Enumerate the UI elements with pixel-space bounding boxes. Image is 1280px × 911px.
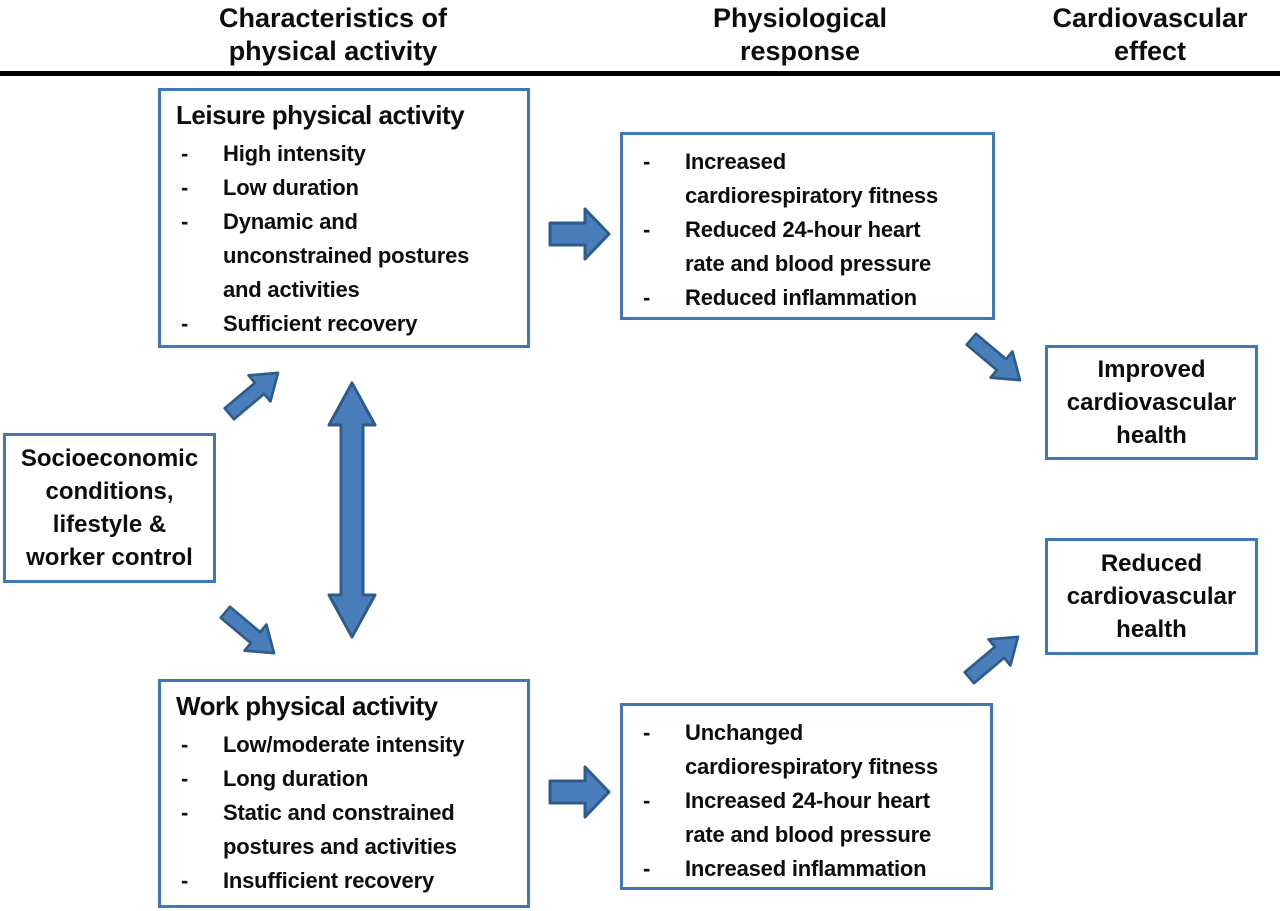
- arrow-double-vertical-icon: [327, 381, 377, 639]
- dash-bullet: -: [181, 800, 189, 825]
- list-item-text: Insufficient recovery: [223, 868, 434, 893]
- list-item-text: Increased 24-hour heart rate and blood p…: [685, 788, 932, 847]
- physio-response-bottom-box: - Unchanged cardiorespiratory fitness - …: [620, 703, 993, 890]
- list-item-text: Increased inflammation: [685, 856, 927, 881]
- arrow-leisure-to-physio: [548, 205, 612, 263]
- list-item: - Low/moderate intensity: [181, 728, 527, 762]
- dash-bullet: -: [181, 732, 189, 757]
- list-item: - Increased 24-hour heart rate and blood…: [643, 784, 990, 852]
- list-item: - Low duration: [181, 171, 527, 205]
- dash-bullet: -: [181, 141, 189, 166]
- list-item-text: Low duration: [223, 175, 359, 200]
- list-item-text: High intensity: [223, 141, 366, 166]
- leisure-box-list: - High intensity - Low duration - Dynami…: [161, 133, 527, 341]
- list-item: - Sufficient recovery: [181, 307, 527, 341]
- list-item: - Increased cardiorespiratory fitness: [643, 145, 992, 213]
- leisure-box-title: Leisure physical activity: [176, 100, 465, 130]
- arrow-socio-to-leisure: [219, 357, 289, 429]
- list-item: - Dynamic and unconstrained postures and…: [181, 205, 527, 307]
- list-item-text: Increased cardiorespiratory fitness: [685, 149, 938, 208]
- work-box-list: - Low/moderate intensity - Long duration…: [161, 724, 527, 898]
- list-item: - Unchanged cardiorespiratory fitness: [643, 716, 990, 784]
- arrow-work-to-physio: [548, 763, 612, 821]
- dash-bullet: -: [643, 285, 651, 310]
- list-item-text: Reduced 24-hour heart rate and blood pre…: [685, 217, 932, 276]
- header-physiological-response: Physiological response: [712, 3, 888, 66]
- list-item: - Static and constrained postures and ac…: [181, 796, 527, 864]
- list-item: - Reduced 24-hour heart rate and blood p…: [643, 213, 992, 281]
- list-item: - High intensity: [181, 137, 527, 171]
- improved-cv-health-box: Improved cardiovascular health: [1045, 345, 1258, 460]
- list-item: - Long duration: [181, 762, 527, 796]
- arrow-right-icon: [548, 207, 611, 261]
- header-characteristics: Characteristics of physical activity: [218, 3, 448, 66]
- list-item-text: Low/moderate intensity: [223, 732, 465, 757]
- dash-bullet: -: [643, 149, 651, 174]
- dash-bullet: -: [643, 788, 651, 813]
- physio-top-list: - Increased cardiorespiratory fitness - …: [623, 135, 992, 315]
- arrow-physio-to-improved: [961, 328, 1031, 392]
- dash-bullet: -: [181, 311, 189, 336]
- arrow-down-right-icon: [965, 332, 1022, 382]
- arrow-socio-to-work: [214, 597, 286, 669]
- dash-bullet: -: [181, 766, 189, 791]
- list-item-text: Long duration: [223, 766, 369, 791]
- list-item-text: Static and constrained postures and acti…: [223, 800, 457, 859]
- dash-bullet: -: [181, 868, 189, 893]
- dash-bullet: -: [643, 720, 651, 745]
- header-cardiovascular-effect: Cardiovascular effect: [1052, 3, 1248, 66]
- list-item-text: Unchanged cardiorespiratory fitness: [685, 720, 938, 779]
- header-divider-line: [0, 71, 1280, 76]
- arrow-up-right-icon: [963, 635, 1020, 685]
- arrow-right-icon: [548, 765, 611, 819]
- list-item-text: Sufficient recovery: [223, 311, 418, 336]
- physio-response-top-box: - Increased cardiorespiratory fitness - …: [620, 132, 995, 320]
- arrow-physio-to-reduced: [958, 624, 1030, 690]
- arrow-up-right-icon: [223, 371, 280, 421]
- list-item-text: Reduced inflammation: [685, 285, 917, 310]
- leisure-activity-box: Leisure physical activity - High intensi…: [158, 88, 530, 348]
- work-activity-box: Work physical activity - Low/moderate in…: [158, 679, 530, 908]
- arrow-down-right-icon: [219, 605, 276, 655]
- list-item: - Insufficient recovery: [181, 864, 527, 898]
- reduced-cv-health-box: Reduced cardiovascular health: [1045, 538, 1258, 655]
- list-item: - Increased inflammation: [643, 852, 990, 886]
- dash-bullet: -: [181, 209, 189, 234]
- list-item: - Reduced inflammation: [643, 281, 992, 315]
- physio-bottom-list: - Unchanged cardiorespiratory fitness - …: [623, 706, 990, 886]
- socioeconomic-box: Socioeconomic conditions, lifestyle & wo…: [3, 433, 216, 583]
- list-item-text: Dynamic and unconstrained postures and a…: [223, 209, 470, 302]
- dash-bullet: -: [181, 175, 189, 200]
- work-box-title: Work physical activity: [176, 691, 438, 721]
- arrow-leisure-work-bidirectional: [322, 380, 382, 640]
- dash-bullet: -: [643, 217, 651, 242]
- dash-bullet: -: [643, 856, 651, 881]
